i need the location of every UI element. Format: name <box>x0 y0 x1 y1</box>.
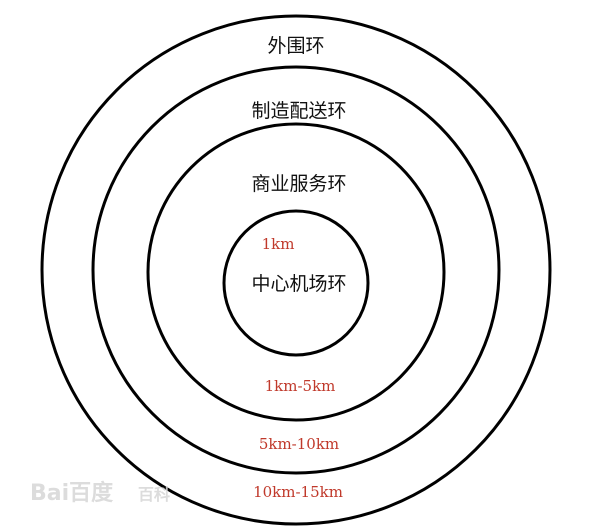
commerce-ring-label: 商业服务环 <box>251 173 346 195</box>
outer-ring <box>40 14 552 526</box>
outer-ring-range: 10km-15km <box>253 483 343 501</box>
airport-core-ring-label: 中心机场环 <box>251 273 346 295</box>
baidu-watermark: Bai百度 百科 <box>30 480 170 506</box>
airport-core-ring <box>222 209 370 357</box>
manufacturing-ring <box>91 65 501 475</box>
manufacturing-ring-label: 制造配送环 <box>251 100 346 122</box>
commerce-ring-range: 1km-5km <box>265 377 336 395</box>
watermark-source-text: 百科 <box>138 485 170 504</box>
outer-ring-label: 外围环 <box>267 35 324 57</box>
manufacturing-ring-range: 5km-10km <box>259 435 339 453</box>
commerce-ring <box>146 122 446 422</box>
watermark-logo-text: Bai百度 <box>30 480 114 506</box>
airport-core-ring-range: 1km <box>262 235 295 253</box>
